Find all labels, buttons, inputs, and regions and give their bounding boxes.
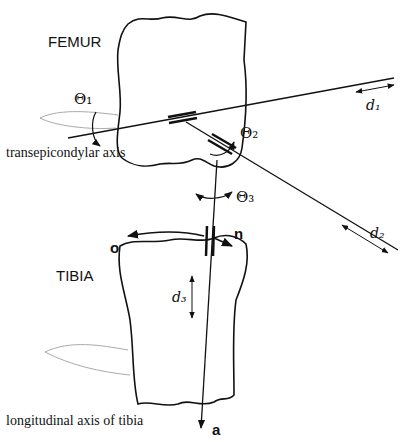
part-name: FEMUR [48,34,101,49]
joint-bar [168,112,196,117]
joint-bar [213,226,214,256]
rotation-symbol: Θ₁ [74,92,92,107]
translation-symbol: d₃ [172,290,187,304]
joint-bar [212,134,236,148]
axis-name: longitudinal axis of tibia [6,414,143,428]
rotation-symbol: Θ₂ [240,126,258,141]
d2-arrow [342,225,388,253]
joint-bar [208,140,232,154]
tibia-axis-line [201,160,217,428]
femur-ghost-outline [40,112,118,129]
femur-outline [117,14,246,167]
part-name: TIBIA [56,268,94,283]
translation-symbol: d₁ [366,98,381,112]
o-arrow [128,232,204,236]
theta3-arc [196,192,232,198]
second-axis-line [186,122,398,250]
axis-name: transepicondylar axis [6,146,125,160]
tibia-outline [119,236,247,406]
joint-bar [169,118,197,123]
joint-bar [206,226,207,256]
vector-name: o [110,240,119,255]
transepicondylar-axis-line [68,78,394,138]
d3-arrow [192,276,193,318]
vector-name: a [212,422,220,437]
vector-name: n [234,226,243,241]
d1-arrow [356,85,394,92]
tibia-ghost-outline [45,345,130,375]
n-arrow [214,238,232,246]
rotation-symbol: Θ₃ [236,190,254,205]
theta1-arc [93,112,100,146]
translation-symbol: d₂ [370,226,385,240]
